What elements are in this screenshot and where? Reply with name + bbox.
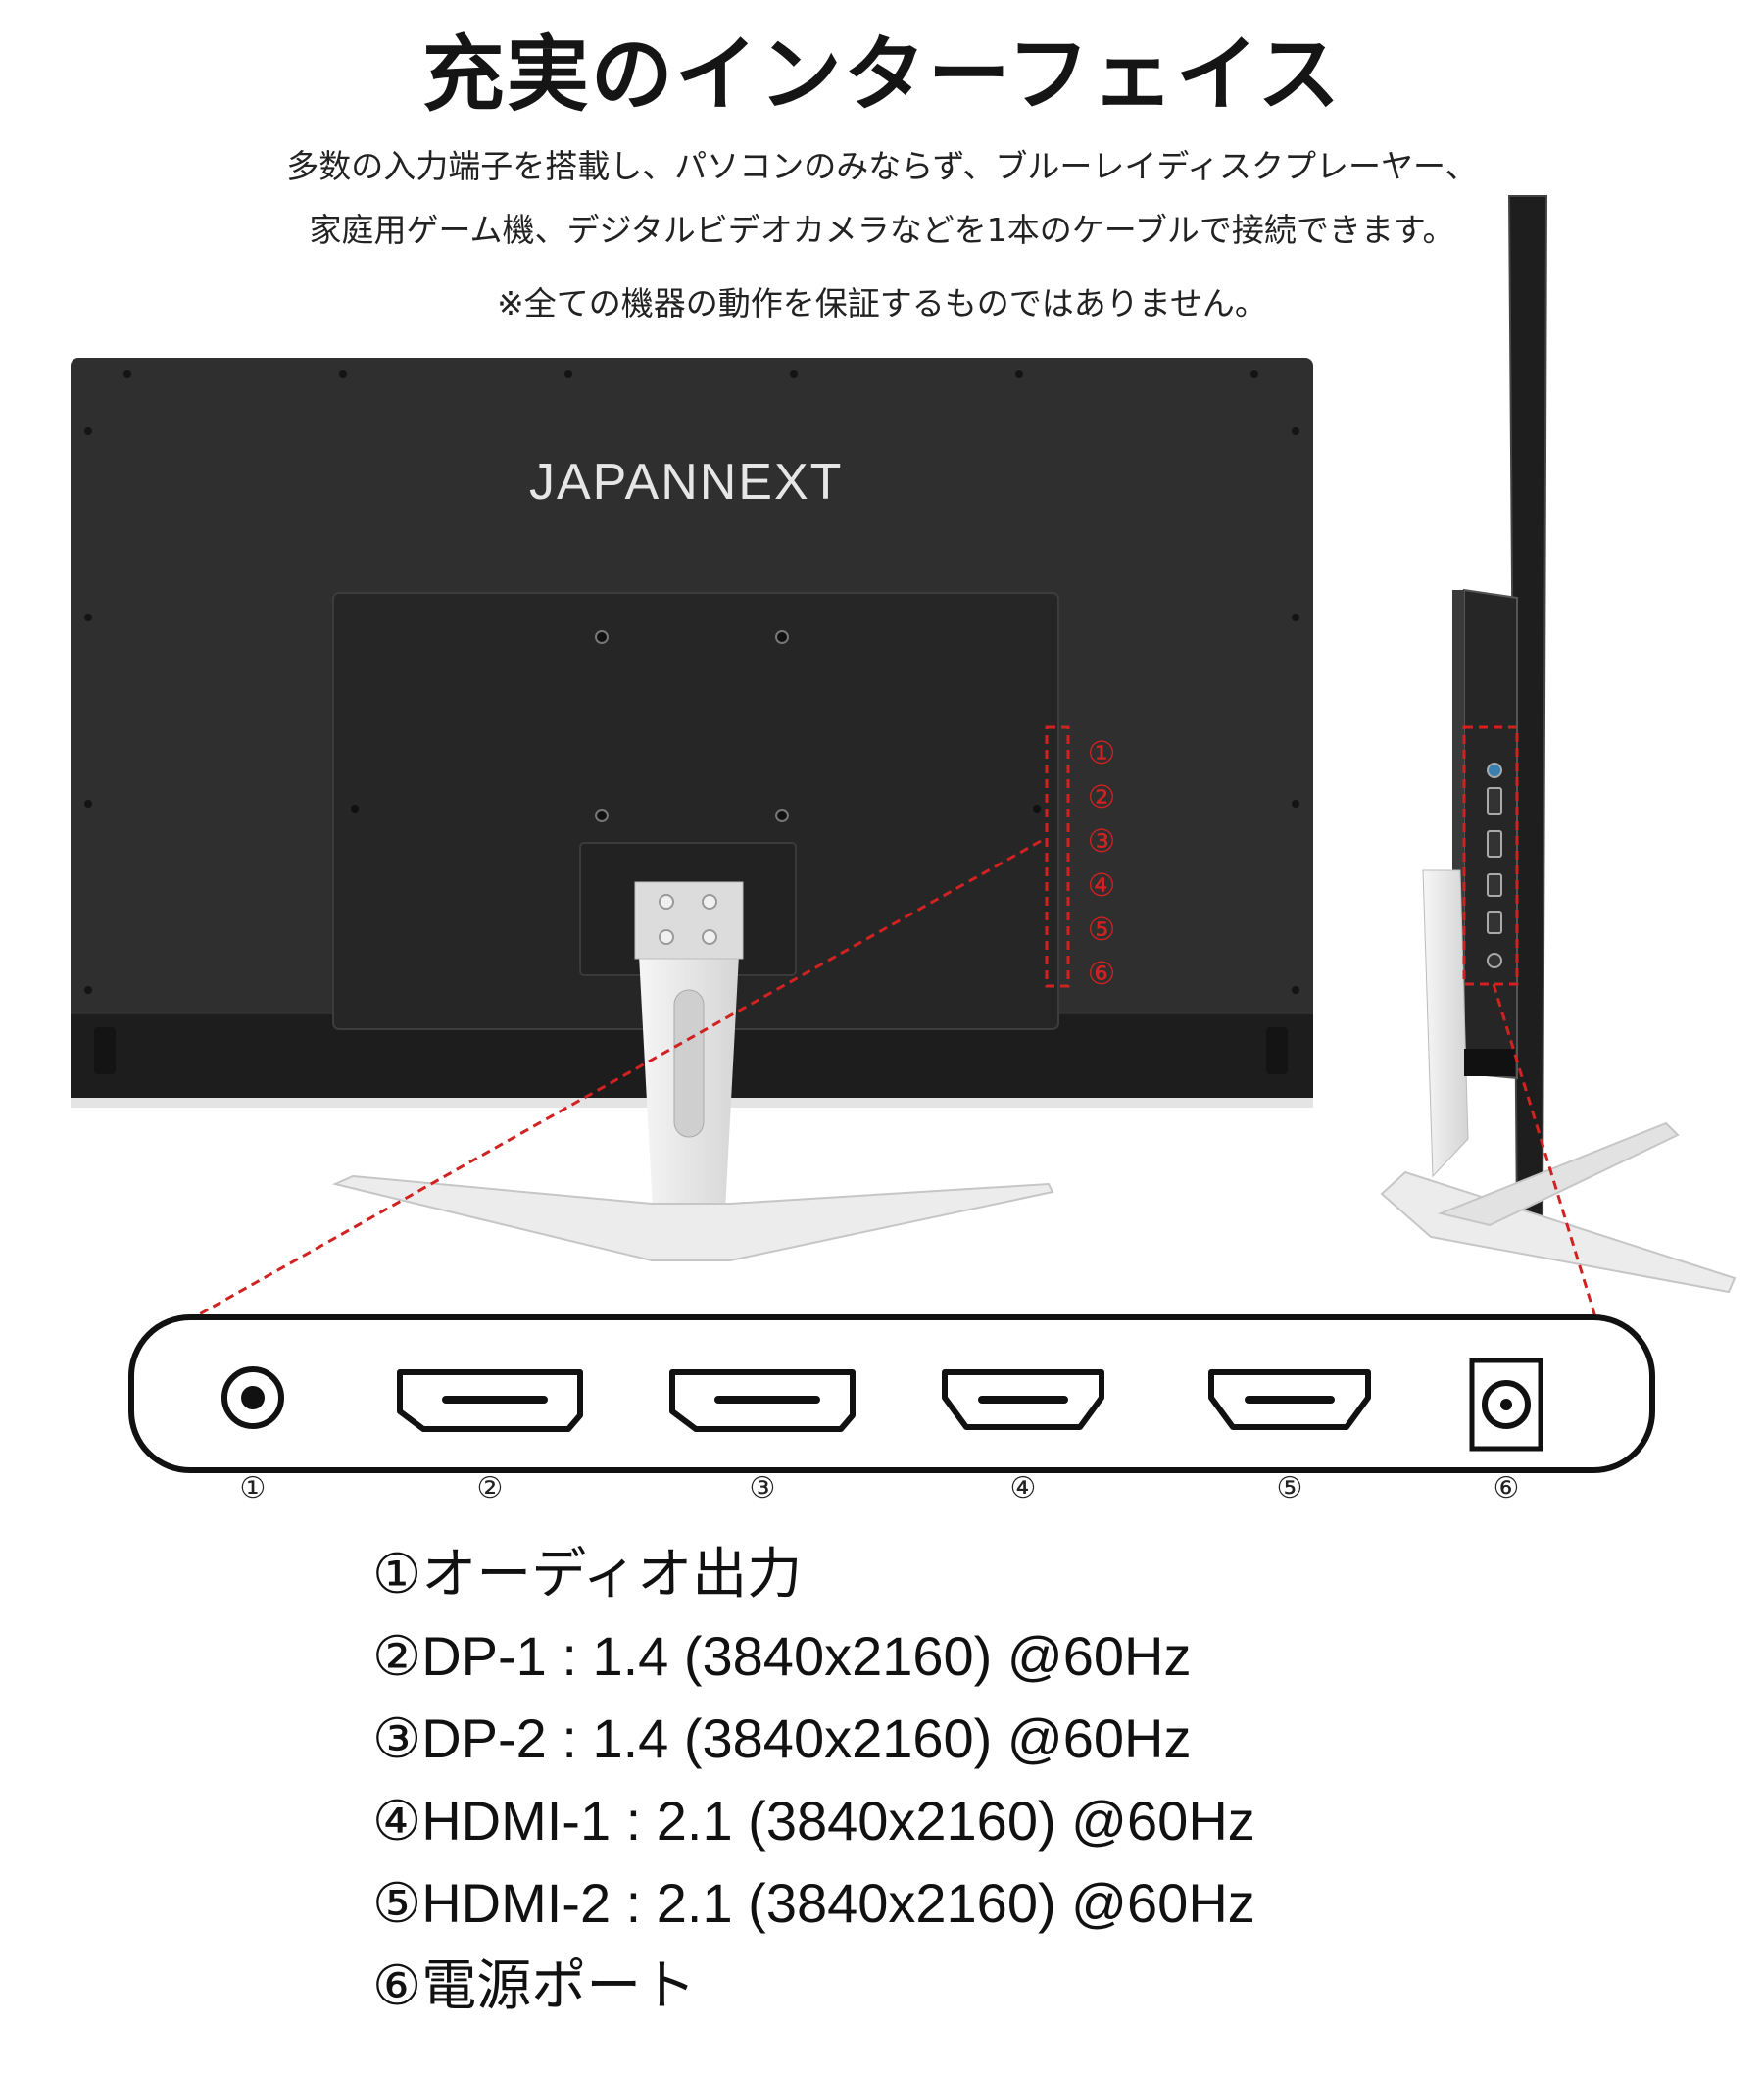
hdmi-icon-2 (1208, 1369, 1371, 1430)
callout-number-5: ⑤ (1087, 911, 1116, 948)
callout-number-4: ④ (1087, 866, 1116, 904)
hdmi-icon-1 (942, 1369, 1104, 1430)
port-number-2: ② (476, 1471, 504, 1506)
port-number-4: ④ (1009, 1471, 1037, 1506)
spec-line-hdmi1: ④HDMI-1 : 2.1 (3840x2160) @60Hz (372, 1790, 1255, 1852)
callout-line-side (1492, 983, 1597, 1318)
dc-power-icon (1469, 1358, 1544, 1452)
displayport-icon-1 (397, 1369, 583, 1432)
monitor-rear-view (71, 358, 1313, 1261)
port-number-6: ⑥ (1493, 1471, 1520, 1506)
foot-pad-left (94, 1027, 116, 1074)
port-number-5: ⑤ (1276, 1471, 1303, 1506)
port-number-1: ① (239, 1471, 267, 1506)
displayport-icon-2 (669, 1369, 856, 1432)
spec-line-audio: ①オーディオ出力 (372, 1543, 803, 1605)
spec-line-power: ⑥電源ポート (372, 1954, 697, 2016)
rear-port-highlight (1045, 725, 1070, 988)
callout-number-1: ① (1087, 734, 1116, 771)
port-number-3: ③ (749, 1471, 776, 1506)
foot-pad-right (1266, 1027, 1288, 1074)
spec-line-hdmi2: ⑤HDMI-2 : 2.1 (3840x2160) @60Hz (372, 1872, 1255, 1934)
brand-logo: JAPANNEXT (529, 454, 844, 511)
side-port-highlight (1462, 725, 1519, 986)
stand-bracket (634, 881, 744, 960)
port-panel (128, 1314, 1655, 1473)
side-stand-neck (1422, 869, 1469, 1178)
page-title: 充実のインターフェイス (421, 26, 1343, 123)
callout-number-6: ⑥ (1087, 955, 1116, 992)
spec-line-dp2: ③DP-2 : 1.4 (3840x2160) @60Hz (372, 1707, 1192, 1769)
callout-number-2: ② (1087, 778, 1116, 815)
callout-number-3: ③ (1087, 822, 1116, 860)
callout-line-rear (193, 839, 1042, 1319)
compatibility-note: ※全ての機器の動作を保証するものではありません。 (497, 284, 1267, 322)
monitor-side-view (1380, 195, 1737, 1294)
side-base-joint (1464, 1049, 1515, 1076)
spec-line-dp1: ②DP-1 : 1.4 (3840x2160) @60Hz (372, 1625, 1192, 1687)
audio-jack-icon (221, 1366, 284, 1429)
description-line-2: 家庭用ゲーム機、デジタルビデオカメラなどを1本のケーブルで接続できます。 (309, 211, 1455, 249)
vesa-screws (595, 630, 789, 822)
stand-base (331, 1174, 1054, 1261)
border-screws (84, 370, 1299, 994)
description-line-1: 多数の入力端子を搭載し、パソコンのみならず、ブルーレイディスクプレーヤー、 (286, 147, 1478, 185)
side-stand-base-front (1437, 1121, 1680, 1227)
side-ports (1487, 763, 1502, 968)
cable-slot (673, 989, 705, 1138)
